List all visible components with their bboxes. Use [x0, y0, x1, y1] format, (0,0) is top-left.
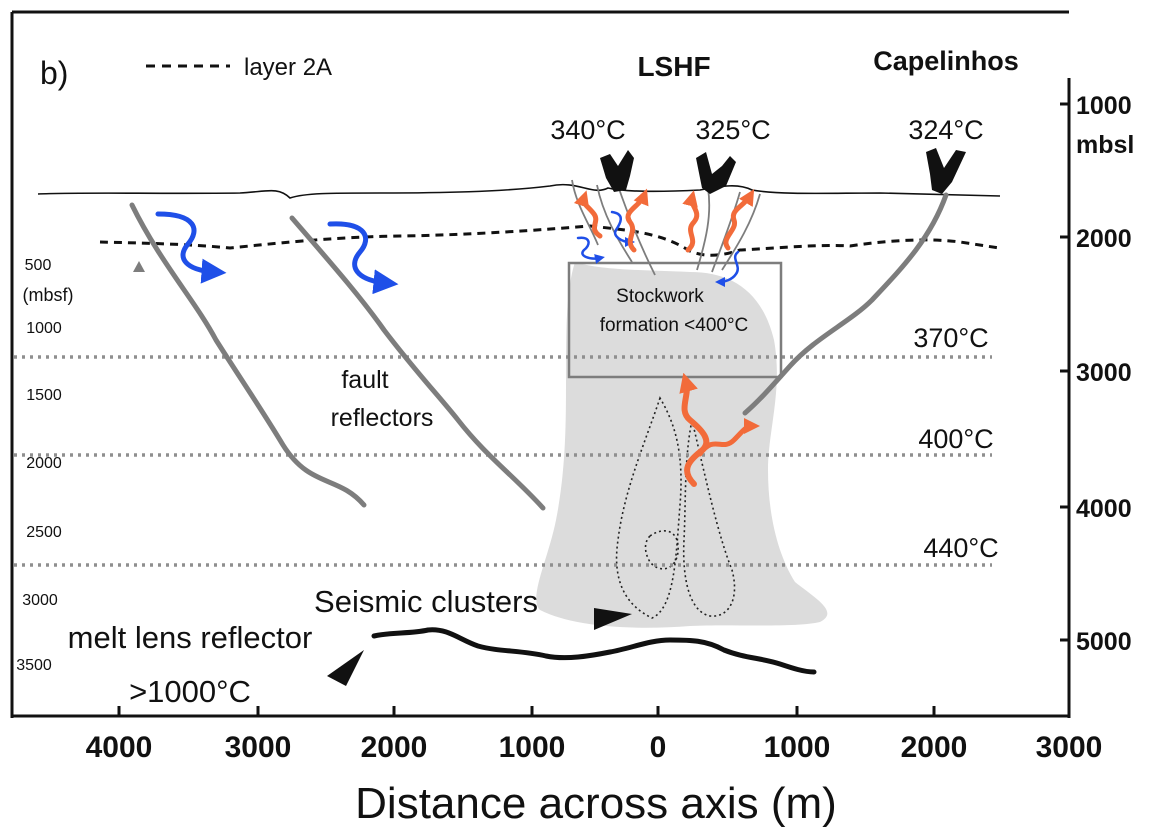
right-axis-tick: 1000 — [1076, 92, 1132, 120]
x-axis-tick: 3000 — [1036, 731, 1103, 764]
seismic-cluster-outline-3 — [644, 530, 679, 570]
layer-2a-legend-label: layer 2A — [244, 54, 332, 81]
recharge-arrow-2 — [327, 221, 399, 295]
left-axis-tick: 500 — [25, 257, 52, 274]
upflow-arrow-2 — [625, 188, 649, 253]
isotherm-370-label: 370°C — [913, 323, 988, 353]
fault-reflector-1 — [129, 202, 367, 508]
small-grey-marker — [133, 261, 145, 272]
seismic-clusters-pointer — [594, 608, 632, 630]
fault-reflector-2 — [289, 215, 546, 511]
right-axis-tick: 3000 — [1076, 359, 1132, 387]
seismic-cluster-outline-1 — [615, 396, 682, 619]
upflow-arrow-3 — [682, 190, 700, 253]
x-axis-tick: 0 — [650, 731, 667, 764]
left-axis-unit: (mbsf) — [23, 285, 74, 305]
x-axis-title: Distance across axis (m) — [355, 779, 837, 828]
left-axis-tick: 1000 — [26, 320, 62, 337]
stockwork-label-line2: formation <400°C — [600, 315, 749, 336]
capelinhos-fluid-pathway — [742, 192, 949, 416]
isotherm-440-label: 440°C — [923, 533, 998, 563]
x-axis-tick: 4000 — [86, 731, 153, 764]
vent-temp-324: 324°C — [908, 115, 983, 145]
capelinhos-label: Capelinhos — [873, 46, 1019, 76]
x-axis-tick: 1000 — [764, 731, 831, 764]
fault-label-line2: reflectors — [331, 404, 434, 432]
vent-chimney-325 — [696, 152, 736, 194]
x-axis-tick: 1000 — [499, 731, 566, 764]
right-axis-unit: mbsl — [1076, 131, 1134, 159]
stockwork-label-line1: Stockwork — [616, 286, 704, 307]
lshf-conduit — [571, 179, 599, 246]
seismic-cluster-outline-2 — [682, 419, 736, 617]
vent-chimney-324 — [926, 148, 966, 194]
upflow-zone — [536, 262, 828, 628]
left-axis-tick: 2500 — [26, 524, 62, 541]
layer-2a-boundary — [99, 224, 1001, 257]
x-axis-tick: 2000 — [901, 731, 968, 764]
left-axis-tick: 2000 — [26, 455, 62, 472]
panel-label: b) — [40, 55, 68, 91]
recharge-arrow-small-2 — [610, 210, 635, 247]
isotherm-400-label: 400°C — [918, 424, 993, 454]
recharge-arrow-small-3 — [715, 250, 740, 287]
recharge-arrow-small-1 — [576, 236, 605, 264]
fault-label-line1: fault — [341, 366, 388, 394]
left-axis-tick: 1500 — [26, 387, 62, 404]
x-axis-tick: 2000 — [361, 731, 428, 764]
upflow-arrow-4 — [723, 189, 755, 251]
lshf-conduit — [596, 184, 633, 263]
melt-lens-pointer — [327, 650, 364, 686]
stockwork-zone-box — [567, 261, 783, 379]
lshf-conduit — [696, 187, 711, 271]
seismic-clusters-label: Seismic clusters — [314, 584, 538, 619]
deep-upflow-arrow — [679, 372, 710, 487]
melt-lens-reflector — [371, 627, 817, 675]
vent-temp-340: 340°C — [550, 115, 625, 145]
left-axis-tick: 3000 — [22, 592, 58, 609]
melt-lens-label: melt lens reflector — [68, 620, 313, 655]
deep-upflow-branch-arrow — [697, 418, 760, 457]
right-axis-tick: 5000 — [1076, 628, 1132, 656]
lshf-label: LSHF — [637, 51, 710, 82]
seafloor — [37, 183, 1001, 199]
recharge-arrow-1 — [155, 211, 227, 284]
melt-temp-label: >1000°C — [129, 674, 251, 709]
x-axis-tick: 3000 — [225, 731, 292, 764]
right-axis-tick: 2000 — [1076, 225, 1132, 253]
vent-chimney-340 — [600, 150, 634, 192]
upflow-arrow-1 — [573, 190, 603, 239]
left-axis-tick: 3500 — [16, 657, 52, 674]
vent-temp-325: 325°C — [695, 115, 770, 145]
right-axis-tick: 4000 — [1076, 495, 1132, 523]
